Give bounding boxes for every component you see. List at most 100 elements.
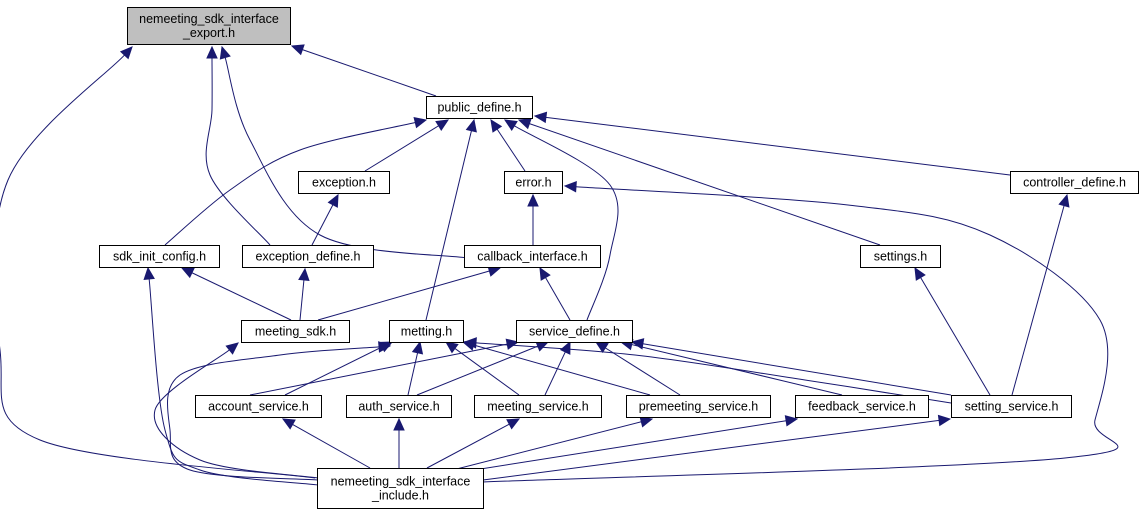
edge-line [482, 419, 940, 481]
node-exception[interactable]: exception.h [298, 171, 390, 194]
edge-service-define-to-public-define [503, 119, 619, 321]
node-controller-define[interactable]: controller_define.h [1010, 171, 1139, 194]
node-label: callback_interface.h [477, 250, 588, 264]
node-label: meeting_service.h [487, 400, 588, 414]
node-label: feedback_service.h [808, 400, 916, 414]
node-setting-service[interactable]: setting_service.h [951, 395, 1072, 418]
node-premeeting-service[interactable]: premeeting_service.h [626, 395, 771, 418]
arrowhead-icon [143, 266, 155, 281]
edge-line [166, 346, 380, 481]
edge-line [631, 344, 843, 396]
node-settings[interactable]: settings.h [860, 245, 941, 268]
edge-feedback-service-to-service-define [619, 339, 843, 396]
arrowhead-icon [594, 341, 609, 354]
arrowhead-icon [505, 338, 520, 350]
edge-callback-interface-to-export [219, 45, 468, 259]
node-meeting-sdk[interactable]: meeting_sdk.h [241, 320, 350, 343]
edge-service-define-to-callback-interface [539, 266, 571, 321]
node-public-define[interactable]: public_define.h [426, 96, 533, 119]
edge-exception-define-to-exception [311, 193, 339, 246]
arrowhead-icon [914, 266, 926, 281]
arrowhead-icon [225, 342, 239, 355]
edge-line [148, 278, 319, 486]
node-metting[interactable]: metting.h [389, 320, 464, 343]
edge-include-to-meeting-service [426, 418, 521, 469]
node-sdk-init-config[interactable]: sdk_init_config.h [99, 245, 220, 268]
edge-line [249, 343, 508, 396]
node-auth-service[interactable]: auth_service.h [346, 395, 452, 418]
edge-include-to-auth-service [393, 417, 405, 468]
arrowhead-icon [533, 111, 548, 124]
node-label: meeting_sdk.h [255, 325, 336, 339]
edge-setting-service-to-metting [463, 337, 952, 404]
edge-line [482, 186, 1119, 483]
node-export[interactable]: nemeeting_sdk_interface_export.h [127, 7, 291, 45]
edge-line [191, 272, 292, 321]
edge-line [605, 347, 681, 396]
edge-line [448, 420, 787, 475]
edge-meeting-sdk-to-callback-interface [317, 265, 502, 321]
node-callback-interface[interactable]: callback_interface.h [464, 245, 601, 268]
edge-line [514, 125, 619, 321]
edge-line [407, 352, 419, 396]
node-label: account_service.h [208, 400, 309, 414]
node-service-define[interactable]: service_define.h [516, 320, 633, 343]
node-label: sdk_init_config.h [113, 250, 206, 264]
edge-line [299, 279, 305, 321]
node-label: auth_service.h [358, 400, 439, 414]
nodes-layer: nemeeting_sdk_interface_export.h public_d… [99, 7, 1139, 509]
edge-line [436, 421, 642, 475]
edge-line [153, 349, 319, 479]
edge-line [317, 270, 490, 321]
node-box [127, 7, 291, 45]
node-label: setting_service.h [965, 400, 1059, 414]
edge-meeting-sdk-to-sdk-init-config [180, 267, 292, 321]
arrowhead-icon [559, 340, 571, 355]
arrowhead-icon [290, 44, 305, 56]
edge-line [545, 116, 1011, 176]
edge-line [642, 343, 952, 396]
edge-exception-to-public-define [364, 119, 450, 172]
node-box [860, 245, 941, 268]
node-error[interactable]: error.h [504, 171, 563, 194]
arrowhead-icon [435, 119, 450, 131]
node-feedback-service[interactable]: feedback_service.h [795, 395, 929, 418]
arrowhead-icon [490, 118, 503, 133]
node-label: _export.h [182, 26, 235, 40]
arrowhead-icon [503, 119, 518, 131]
edge-line [454, 348, 520, 396]
node-box [1010, 171, 1139, 194]
node-include[interactable]: nemeeting_sdk_interface_include.h [317, 468, 484, 509]
edge-meeting-sdk-to-exception-define [298, 267, 310, 321]
arrowhead-icon [393, 417, 405, 431]
edge-settings-to-public-define [517, 118, 881, 246]
node-label: exception_define.h [256, 250, 361, 264]
edge-auth-service-to-metting [407, 340, 424, 396]
edge-meeting-service-to-service-define [544, 340, 571, 396]
edge-line [1011, 205, 1065, 396]
node-label: service_define.h [529, 325, 620, 339]
node-meeting-service[interactable]: meeting_service.h [474, 395, 602, 418]
arrowhead-icon [639, 416, 654, 428]
edges-layer [0, 44, 1119, 486]
node-box [474, 395, 602, 418]
arrowhead-icon [327, 193, 339, 208]
edge-line [364, 125, 439, 172]
arrowhead-icon [119, 46, 133, 60]
arrowhead-icon [298, 267, 310, 282]
edge-include-to-sdk-init-config [143, 266, 319, 486]
node-box [951, 395, 1072, 418]
arrowhead-icon [465, 118, 477, 133]
node-box [346, 395, 452, 418]
arrowhead-icon [506, 418, 521, 430]
node-account-service[interactable]: account_service.h [195, 395, 322, 418]
edge-line [224, 57, 468, 259]
edge-exception-define-to-export [205, 45, 271, 246]
edge-line [920, 277, 991, 396]
arrowhead-icon [411, 340, 424, 355]
arrowhead-icon [180, 267, 195, 279]
node-box [426, 96, 533, 119]
node-exception-define[interactable]: exception_define.h [242, 245, 374, 268]
arrowhead-icon [630, 338, 645, 350]
